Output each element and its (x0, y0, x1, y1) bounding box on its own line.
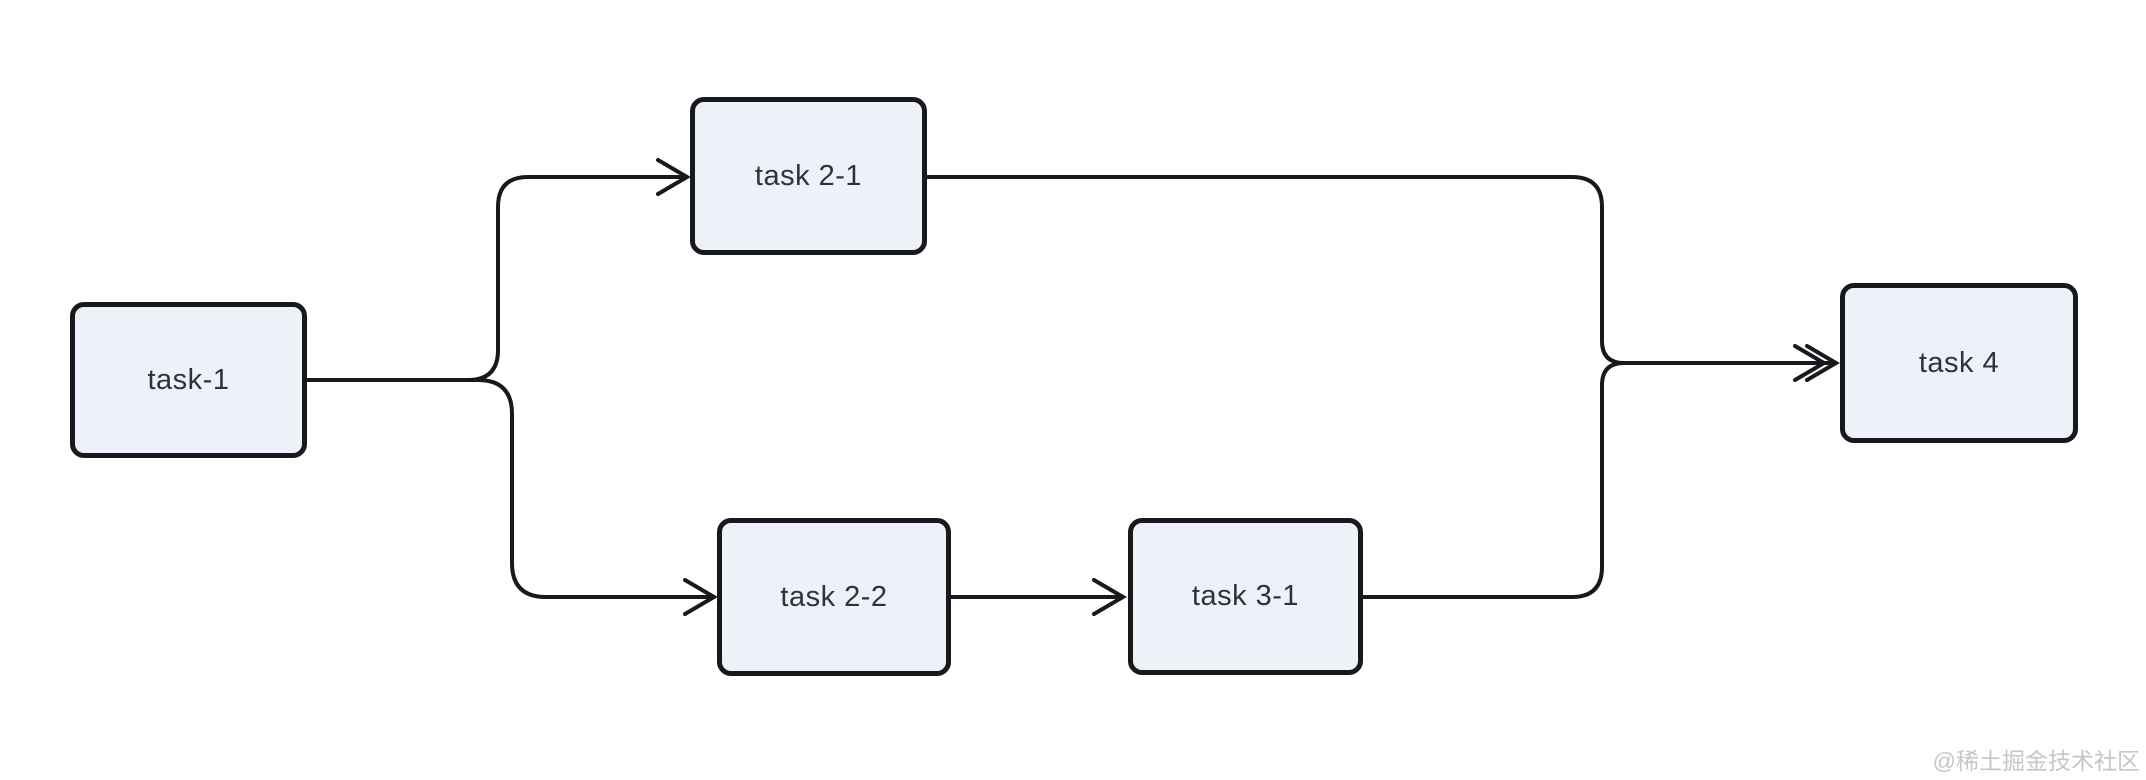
node-task-3-1-label: task 3-1 (1191, 580, 1300, 612)
node-task-2-2-label: task 2-2 (780, 580, 888, 613)
node-task-2-1: task 2-1 (690, 97, 927, 255)
node-task-4: task 4 (1840, 283, 2078, 443)
arrowhead-into-task4 (1805, 344, 1840, 382)
node-task-4-label: task 4 (1918, 346, 2000, 379)
arrowhead-into-task4-overlap (1793, 344, 1828, 382)
arrowhead-into-task21 (656, 158, 691, 196)
arrowhead-into-task31 (1092, 578, 1127, 616)
node-task-1: task-1 (70, 302, 307, 458)
edge-task1-to-task22 (305, 378, 712, 599)
watermark: @稀土掘金技术社区 (1932, 748, 2140, 774)
node-task-3-1: task 3-1 (1128, 518, 1363, 675)
edge-task31-to-task4 (1361, 361, 1834, 599)
edge-task21-to-task4 (925, 175, 1834, 365)
edge-task1-to-task21 (305, 175, 685, 382)
node-task-2-2: task 2-2 (717, 518, 951, 676)
node-task-1-label: task-1 (147, 363, 230, 396)
node-task-2-1-label: task 2-1 (754, 159, 863, 192)
arrowhead-into-task22 (683, 578, 718, 616)
